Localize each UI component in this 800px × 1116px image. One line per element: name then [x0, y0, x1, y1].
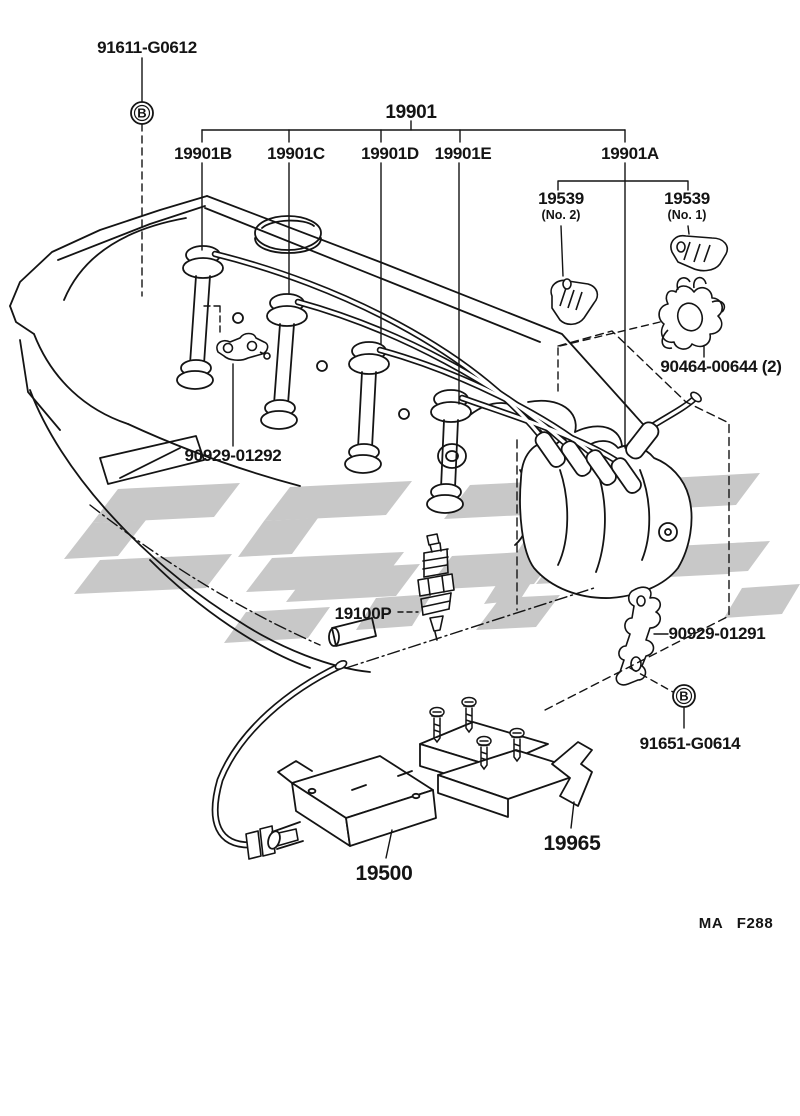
- part-label-19539-no1: 19539: [664, 189, 710, 208]
- part-labels: 91611-G0612 19901 19901B 19901C 19901D 1…: [97, 38, 782, 885]
- grommet-90464: [658, 276, 726, 350]
- part-label-19539-no2: 19539: [538, 189, 584, 208]
- part-label-19500: 19500: [356, 862, 413, 885]
- spark-plug-boots: [176, 245, 472, 514]
- wire-clamp-90929-01292: [216, 332, 271, 361]
- part-label-19100p: 19100P: [335, 604, 392, 623]
- bolt-marker-top-letter: B: [137, 106, 146, 121]
- part-label-90929-01292: 90929-01292: [185, 446, 282, 465]
- part-label-19901e: 19901E: [435, 144, 492, 163]
- figure-code: MA F288: [699, 915, 774, 932]
- part-label-19901c: 19901C: [267, 144, 325, 163]
- part-label-91611-g0612: 91611-G0612: [97, 38, 197, 57]
- bracket-screws: [429, 696, 525, 771]
- part-label-19901d: 19901D: [361, 144, 419, 163]
- part-label-90929-01291: 90929-01291: [669, 624, 766, 643]
- boot-2: [260, 293, 308, 430]
- screw: [461, 696, 477, 734]
- part-label-19965: 19965: [544, 832, 602, 855]
- screw: [476, 735, 492, 771]
- figure-code-f288: F288: [737, 915, 774, 932]
- bolt-marker-top: B: [130, 101, 154, 125]
- bolt-marker-bottom: B: [672, 684, 696, 708]
- coil-bracket: [419, 721, 593, 818]
- figure-code-ma: MA: [699, 915, 724, 932]
- part-label-19901: 19901: [385, 102, 437, 123]
- wire-clamp-19539-no1: [670, 234, 728, 272]
- part-label-91651-g0614: 91651-G0614: [640, 734, 742, 753]
- part-label-19539-no2-sub: (No. 2): [542, 208, 581, 222]
- spark-plug: [417, 533, 455, 641]
- boot-4: [426, 389, 472, 514]
- distributor-wire-boots: [534, 421, 660, 494]
- leader-lines: [141, 57, 730, 859]
- screw: [429, 706, 445, 744]
- part-label-19901b: 19901B: [174, 144, 232, 163]
- part-label-19901a: 19901A: [601, 144, 659, 163]
- engine-valve-cover-art: [9, 195, 651, 673]
- ignition-coil: [267, 755, 437, 850]
- distributor-bracket-90929-01291: [615, 586, 662, 686]
- part-label-19539-no1-sub: (No. 1): [668, 208, 707, 222]
- coil-wire-end: [690, 391, 702, 403]
- wire-clamp-19539-no2: [550, 278, 599, 326]
- boot-3: [344, 341, 390, 474]
- high-tension-cord: [211, 660, 348, 849]
- bolt-marker-bottom-letter: B: [679, 689, 688, 704]
- boot-1: [176, 245, 224, 390]
- part-label-90464-00644: 90464-00644 (2): [660, 357, 781, 376]
- screw: [509, 727, 525, 763]
